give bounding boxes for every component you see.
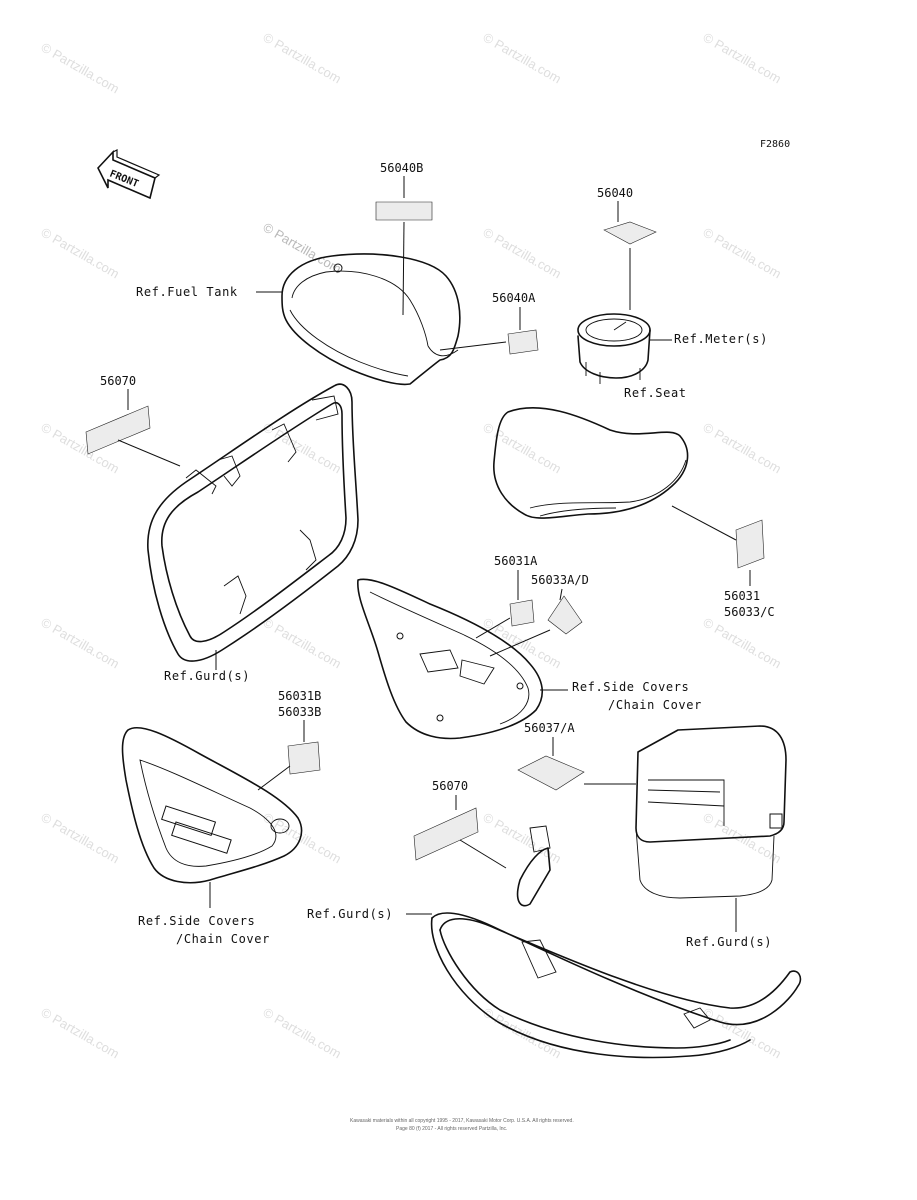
side-cover-middle [357, 578, 543, 740]
watermark: © Partzilla.com [481, 225, 564, 282]
part-56033c-label: 56033/C [724, 605, 775, 619]
watermark: © Partzilla.com [481, 420, 564, 477]
watermark: © Partzilla.com [701, 420, 784, 477]
part-56070-bottom-label: 56070 [432, 779, 468, 793]
watermark: © Partzilla.com [701, 225, 784, 282]
part-56040b-label: 56040B [380, 161, 423, 175]
watermark: © Partzilla.com [701, 30, 784, 87]
decal-56070-bottom[interactable] [413, 807, 479, 861]
watermark: © Partzilla.com [261, 810, 344, 867]
decal-56070-top[interactable] [85, 405, 151, 455]
decal-56031b[interactable] [287, 741, 321, 775]
watermark: © Partzilla.com [261, 615, 344, 672]
speedometer-meter [577, 313, 651, 384]
decal-56040b[interactable] [375, 201, 433, 221]
ref-meter-label: Ref.Meter(s) [674, 332, 768, 346]
watermark: © Partzilla.com [261, 420, 344, 477]
ref-seat-label: Ref.Seat [624, 386, 687, 400]
watermark: © Partzilla.com [39, 1005, 122, 1062]
watermark: © Partzilla.com [261, 1005, 344, 1062]
ref-chain-cover-mid-label: /Chain Cover [608, 698, 702, 712]
decal-56033ad[interactable] [547, 595, 583, 635]
ref-side-covers-mid-label: Ref.Side Covers [572, 680, 689, 694]
watermark: © Partzilla.com [39, 615, 122, 672]
part-56031-label: 56031 [724, 589, 760, 603]
decal-56040a[interactable] [507, 329, 539, 355]
part-56040-label: 56040 [597, 186, 633, 200]
figure-code: F2860 [760, 139, 790, 150]
watermark: © Partzilla.com [39, 225, 122, 282]
watermark: © Partzilla.com [39, 40, 122, 97]
decal-56031[interactable] [735, 519, 765, 569]
part-56070-top-label: 56070 [100, 374, 136, 388]
ref-side-covers-left-label: Ref.Side Covers [138, 914, 255, 928]
part-56040a-label: 56040A [492, 291, 536, 305]
part-56031a-label: 56031A [494, 554, 538, 568]
watermark: © Partzilla.com [39, 810, 122, 867]
ref-gurd-left-label: Ref.Gurd(s) [164, 669, 250, 683]
watermark: © Partzilla.com [481, 30, 564, 87]
part-56033b-label: 56033B [278, 705, 321, 719]
ref-chain-cover-left-label: /Chain Cover [176, 932, 270, 946]
watermark: © Partzilla.com [701, 615, 784, 672]
watermark: © Partzilla.com [261, 30, 344, 87]
guard-tube-bottom [430, 825, 802, 1059]
seat [493, 407, 689, 519]
part-56033ad-label: 56033A/D [531, 573, 589, 587]
decal-56031a[interactable] [509, 599, 535, 627]
part-56031b-label: 56031B [278, 689, 321, 703]
watermark: © Partzilla.com [261, 220, 344, 277]
decal-56040[interactable] [603, 221, 657, 245]
part-56037a-label: 56037/A [524, 721, 575, 735]
ref-gurd-bottom-label: Ref.Gurd(s) [307, 907, 393, 921]
side-cover-left [121, 726, 303, 884]
decal-56037a[interactable] [517, 755, 585, 791]
ref-fuel-tank-label: Ref.Fuel Tank [136, 285, 238, 299]
ref-gurd-right-label: Ref.Gurd(s) [686, 935, 772, 949]
saddle-box [635, 725, 787, 899]
watermark: © Partzilla.com [481, 810, 564, 867]
copyright-line: Kawasaki materials within all copyright … [350, 1118, 574, 1124]
copyright-line-2: Page 80 (f) 2017 - All rights reserved P… [396, 1126, 507, 1132]
fuel-tank [281, 253, 461, 386]
watermark: © Partzilla.com [481, 1005, 564, 1062]
guard-frame-left [147, 383, 359, 662]
front-arrow-icon: FRONT [97, 149, 161, 200]
